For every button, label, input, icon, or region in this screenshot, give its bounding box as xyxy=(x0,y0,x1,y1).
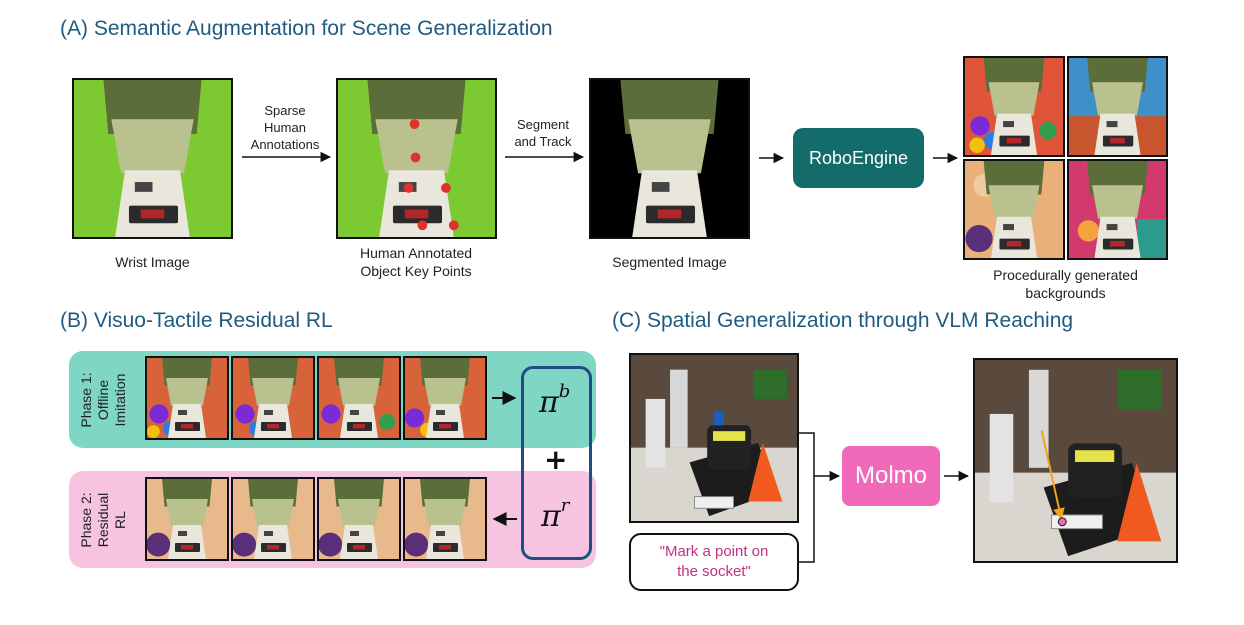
segmented-image xyxy=(589,78,750,239)
reaching-image xyxy=(973,358,1178,563)
arrow-annotations xyxy=(242,151,332,163)
merge-connector xyxy=(799,432,841,563)
arrow2-label: Segment and Track xyxy=(514,117,572,149)
wrist-image xyxy=(72,78,233,239)
arrow-policy-to-phase2 xyxy=(492,512,517,526)
pi-base: πb xyxy=(539,381,571,420)
scene-image xyxy=(629,353,799,523)
generated-bg-1 xyxy=(963,56,1065,157)
wrist-image-caption: Wrist Image xyxy=(115,254,190,270)
arrow-to-engine xyxy=(759,152,785,164)
section-title-b: (B) Visuo-Tactile Residual RL xyxy=(60,309,333,332)
generated-bg-4 xyxy=(1067,159,1168,260)
phase1-frame-1 xyxy=(145,356,229,440)
annotated-image-caption: Human Annotated Object Key Points xyxy=(359,245,473,279)
generated-bg-3 xyxy=(963,159,1065,260)
phase2-frame-1 xyxy=(145,477,229,561)
generated-bg-2 xyxy=(1067,56,1168,157)
policy-box xyxy=(521,366,592,560)
arrow-segment xyxy=(505,151,585,163)
roboengine-box: RoboEngine xyxy=(793,128,924,188)
segmented-image-caption: Segmented Image xyxy=(612,254,727,270)
arrow-from-molmo xyxy=(944,470,970,482)
phase1-frame-4 xyxy=(403,356,487,440)
section-title-c: (C) Spatial Generalization through VLM R… xyxy=(612,309,1074,332)
generated-caption: Procedurally generated backgrounds xyxy=(993,267,1138,301)
molmo-box: Molmo xyxy=(842,446,940,506)
phase1-frame-2 xyxy=(231,356,315,440)
phase2-frame-2 xyxy=(231,477,315,561)
arrow-from-engine xyxy=(933,152,959,164)
phase2-frame-4 xyxy=(403,477,487,561)
phase1-frame-3 xyxy=(317,356,401,440)
plus-sign: + xyxy=(544,443,568,476)
pi-residual: πr xyxy=(541,495,570,534)
phase2-frame-3 xyxy=(317,477,401,561)
section-title-a: (A) Semantic Augmentation for Scene Gene… xyxy=(60,17,553,40)
arrow1-label: Sparse Human Annotations xyxy=(250,103,320,152)
annotated-image xyxy=(336,78,497,239)
arrow-phase1-to-policy xyxy=(492,391,517,405)
